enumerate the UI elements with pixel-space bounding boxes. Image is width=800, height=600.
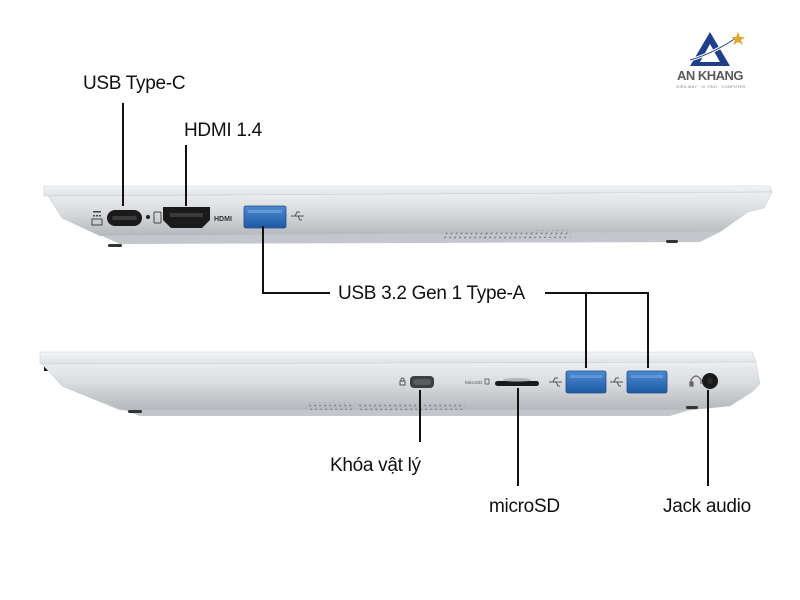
label-microsd: microSD: [489, 496, 560, 517]
label-usb-c: USB Type-C: [83, 73, 186, 94]
usb-trident-icon: [549, 377, 562, 387]
usb-trident-icon: [610, 377, 623, 387]
label-hdmi: HDMI 1.4: [184, 120, 262, 141]
left-side-view: HDMI: [43, 185, 773, 247]
star-icon: [731, 32, 745, 45]
microsd-slot: [495, 381, 539, 386]
brand-name: AN KHANG: [676, 68, 744, 83]
triangle-logo-icon: [689, 32, 745, 66]
usb-a-port-left: [243, 205, 287, 229]
status-led: [146, 215, 150, 219]
brand-tagline: ĐIỆN MÁY · VI TÍNH · COMPUTER: [676, 84, 746, 89]
hdmi-port: [163, 207, 210, 228]
label-audio: Jack audio: [663, 496, 751, 517]
brand-logo: AN KHANG ĐIỆN MÁY · VI TÍNH · COMPUTER: [660, 28, 780, 98]
hdmi-silkscreen: HDMI: [214, 216, 232, 223]
power-icon: [153, 211, 162, 224]
usb-c-logo-icon: [91, 211, 103, 226]
usb-a-port-right-2: [626, 370, 668, 394]
label-lock: Khóa vật lý: [330, 455, 421, 476]
label-usb-a: USB 3.2 Gen 1 Type-A: [338, 283, 525, 304]
lock-icon: [399, 377, 406, 386]
leader-usb-a-right-2: [545, 292, 649, 368]
leader-usb-a-left: [262, 226, 330, 294]
right-side-view: MicroSD: [39, 351, 761, 416]
leader-lines: [122, 103, 709, 486]
sd-card-icon: [484, 378, 490, 385]
usb-a-port-right-1: [565, 370, 607, 394]
headset-icon: [689, 375, 702, 387]
microsd-silkscreen: MicroSD: [465, 380, 483, 385]
usb-trident-icon: [291, 211, 304, 221]
